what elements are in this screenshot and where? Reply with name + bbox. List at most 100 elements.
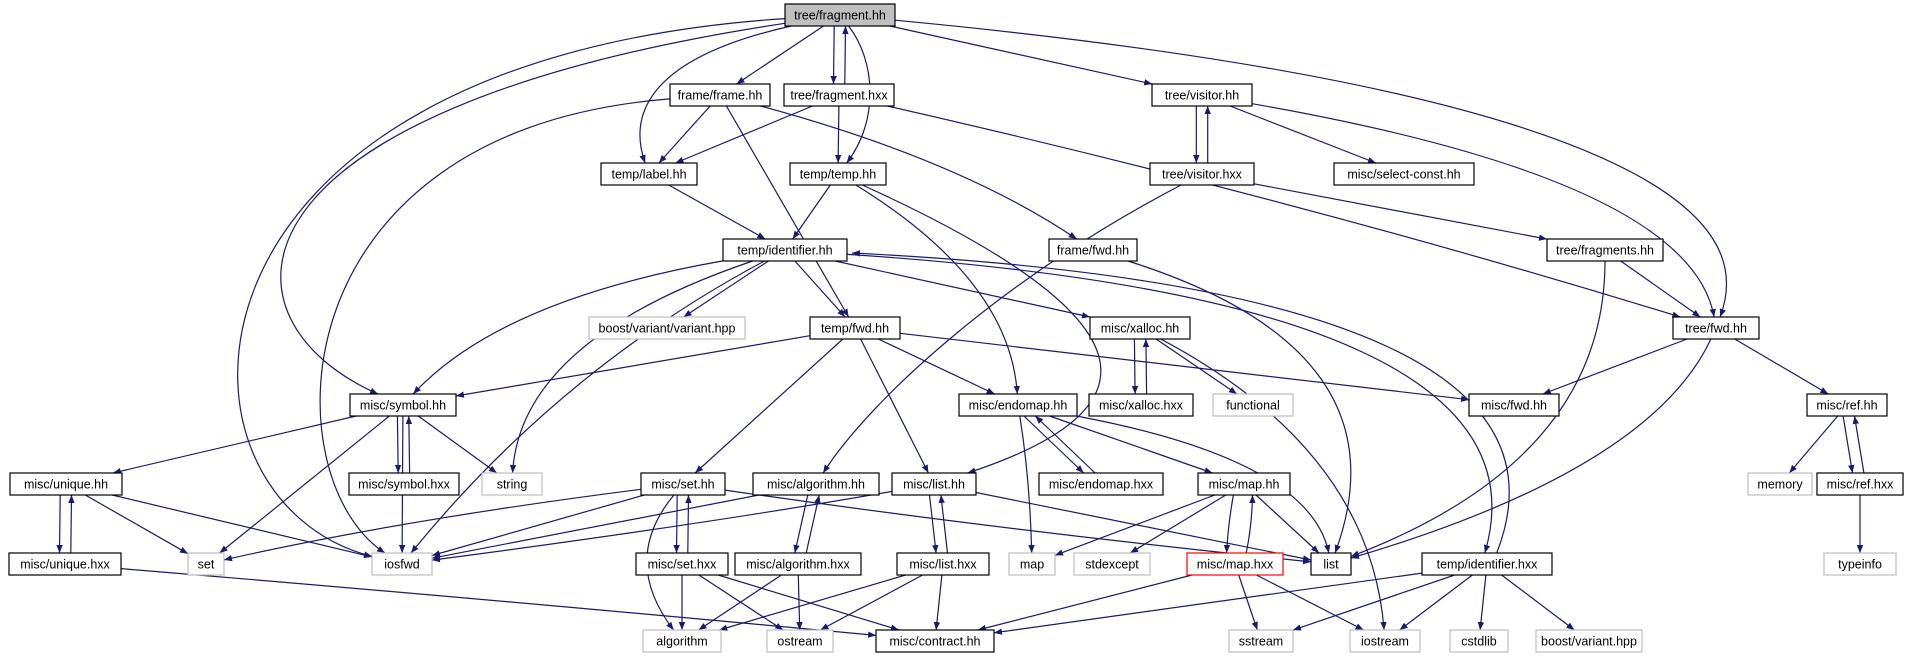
node-label: boost/variant.hpp	[1541, 635, 1637, 649]
node-cstdlib[interactable]: cstdlib	[1449, 629, 1509, 653]
node-box	[1149, 162, 1255, 186]
edge-temp-identifier-hh-to-iosfwd	[410, 260, 765, 554]
node-temp-identifier-hxx[interactable]: temp/identifier.hxx	[1421, 552, 1553, 576]
node-box	[600, 162, 698, 186]
edge-misc-xalloc-hxx-to-misc-xalloc-hh	[1142, 338, 1150, 395]
edge-misc-list-hxx-to-misc-list-hh	[938, 494, 949, 554]
edge-tree-fwd-hh-to-list	[1350, 338, 1712, 559]
node-label: temp/identifier.hxx	[1437, 558, 1538, 572]
node-boost-variant-variant-hpp[interactable]: boost/variant/variant.hpp	[588, 316, 746, 340]
edge-temp-identifier-hxx-to-boost-variant-hpp	[1501, 574, 1575, 631]
node-box	[640, 472, 726, 496]
node-box	[1073, 552, 1151, 576]
edge-misc-endomap-hh-to-misc-map-hh	[1049, 415, 1213, 474]
node-misc-endomap-hxx[interactable]: misc/endomap.hxx	[1038, 472, 1164, 496]
node-tree-fwd-hh[interactable]: tree/fwd.hh	[1672, 316, 1760, 340]
node-set[interactable]: set	[187, 552, 225, 576]
node-misc-unique-hxx[interactable]: misc/unique.hxx	[8, 552, 122, 576]
node-label: misc/ref.hxx	[1827, 478, 1894, 492]
node-misc-set-hh[interactable]: misc/set.hh	[640, 472, 726, 496]
node-misc-map-hxx[interactable]: misc/map.hxx	[1186, 552, 1284, 576]
node-box	[1421, 552, 1553, 576]
node-misc-algorithm-hxx[interactable]: misc/algorithm.hxx	[734, 552, 862, 576]
node-frame-frame-hh[interactable]: frame/frame.hh	[669, 83, 771, 107]
edge-frame-frame-hh-to-temp-fwd-hh	[725, 105, 850, 318]
node-functional[interactable]: functional	[1212, 393, 1294, 417]
node-misc-xalloc-hxx[interactable]: misc/xalloc.hxx	[1088, 393, 1194, 417]
edge-misc-list-hxx-to-algorithm	[719, 574, 906, 631]
node-box	[722, 238, 848, 262]
node-label: misc/fwd.hh	[1481, 399, 1547, 413]
node-misc-ref-hh[interactable]: misc/ref.hh	[1806, 393, 1888, 417]
node-iostream[interactable]: iostream	[1349, 629, 1421, 653]
node-tree-visitor-hxx[interactable]: tree/visitor.hxx	[1149, 162, 1255, 186]
edge-misc-set-hh-to-iosfwd	[431, 494, 645, 557]
node-temp-temp-hh[interactable]: temp/temp.hh	[789, 162, 887, 186]
node-string[interactable]: string	[481, 472, 543, 496]
node-map[interactable]: map	[1008, 552, 1056, 576]
node-box	[766, 629, 834, 653]
node-label: string	[497, 478, 528, 492]
edge-misc-endomap-hxx-to-misc-endomap-hh	[1034, 415, 1096, 474]
node-misc-symbol-hh[interactable]: misc/symbol.hh	[349, 393, 457, 417]
node-box	[1816, 472, 1904, 496]
node-tree-fragment-hh[interactable]: tree/fragment.hh	[784, 3, 896, 27]
edge-misc-map-hh-to-misc-map-hxx	[1223, 494, 1234, 554]
node-misc-select-const-hh[interactable]: misc/select-const.hh	[1333, 162, 1475, 186]
node-misc-fwd-hh[interactable]: misc/fwd.hh	[1468, 393, 1560, 417]
node-box	[9, 472, 123, 496]
node-ostream[interactable]: ostream	[766, 629, 834, 653]
node-misc-symbol-hxx[interactable]: misc/symbol.hxx	[348, 472, 460, 496]
node-memory[interactable]: memory	[1747, 472, 1813, 496]
node-label: boost/variant/variant.hpp	[599, 322, 736, 336]
node-sstream[interactable]: sstream	[1228, 629, 1294, 653]
edge-misc-unique-hxx-to-misc-contract-hh	[120, 568, 877, 638]
edge-tree-fwd-hh-to-misc-fwd-hh	[1542, 338, 1688, 395]
edge-temp-identifier-hxx-to-iostream	[1399, 574, 1473, 631]
node-misc-list-hxx[interactable]: misc/list.hxx	[896, 552, 990, 576]
edge-misc-map-hxx-to-misc-map-hh	[1245, 494, 1256, 554]
node-temp-fwd-hh[interactable]: temp/fwd.hh	[809, 316, 901, 340]
node-misc-ref-hxx[interactable]: misc/ref.hxx	[1816, 472, 1904, 496]
edge-tree-fragment-hxx-to-tree-fwd-hh	[887, 105, 1681, 318]
node-label: stdexcept	[1085, 558, 1139, 572]
node-box	[8, 552, 122, 576]
edge-misc-symbol-hh-to-set	[219, 415, 390, 554]
node-box	[481, 472, 543, 496]
node-iosfwd[interactable]: iosfwd	[371, 552, 433, 576]
node-temp-label-hh[interactable]: temp/label.hh	[600, 162, 698, 186]
node-box	[784, 3, 896, 27]
edge-misc-ref-hh-to-memory	[1788, 415, 1839, 474]
node-label: misc/endomap.hh	[969, 399, 1068, 413]
node-stdexcept[interactable]: stdexcept	[1073, 552, 1151, 576]
node-frame-fwd-hh[interactable]: frame/fwd.hh	[1048, 238, 1138, 262]
edge-misc-unique-hxx-to-misc-unique-hh	[68, 494, 75, 554]
node-misc-unique-hh[interactable]: misc/unique.hh	[9, 472, 123, 496]
node-misc-set-hxx[interactable]: misc/set.hxx	[635, 552, 729, 576]
node-misc-xalloc-hh[interactable]: misc/xalloc.hh	[1089, 316, 1191, 340]
node-misc-list-hh[interactable]: misc/list.hh	[891, 472, 977, 496]
node-algorithm[interactable]: algorithm	[642, 629, 722, 653]
node-boost-variant-hpp[interactable]: boost/variant.hpp	[1535, 629, 1643, 653]
node-box	[1048, 238, 1138, 262]
node-misc-algorithm-hh[interactable]: misc/algorithm.hh	[752, 472, 880, 496]
node-tree-visitor-hh[interactable]: tree/visitor.hh	[1151, 83, 1253, 107]
node-misc-endomap-hh[interactable]: misc/endomap.hh	[958, 393, 1078, 417]
edge-tree-fragment-hxx-to-temp-label-hh	[675, 105, 813, 164]
node-box	[371, 552, 433, 576]
node-label: misc/algorithm.hxx	[746, 558, 850, 572]
node-label: list	[1323, 558, 1339, 572]
node-misc-contract-hh[interactable]: misc/contract.hh	[875, 629, 995, 653]
node-tree-fragment-hxx[interactable]: tree/fragment.hxx	[783, 83, 895, 107]
node-box	[1008, 552, 1056, 576]
node-misc-map-hh[interactable]: misc/map.hh	[1197, 472, 1291, 496]
node-temp-identifier-hh[interactable]: temp/identifier.hh	[722, 238, 848, 262]
node-tree-fragments-hh[interactable]: tree/fragments.hh	[1546, 238, 1664, 262]
node-box	[1089, 316, 1191, 340]
edge-misc-list-hh-to-iosfwd	[431, 490, 893, 563]
node-box	[1535, 629, 1643, 653]
node-list[interactable]: list	[1310, 552, 1352, 576]
node-box	[1806, 393, 1888, 417]
node-typeinfo[interactable]: typeinfo	[1823, 552, 1897, 576]
